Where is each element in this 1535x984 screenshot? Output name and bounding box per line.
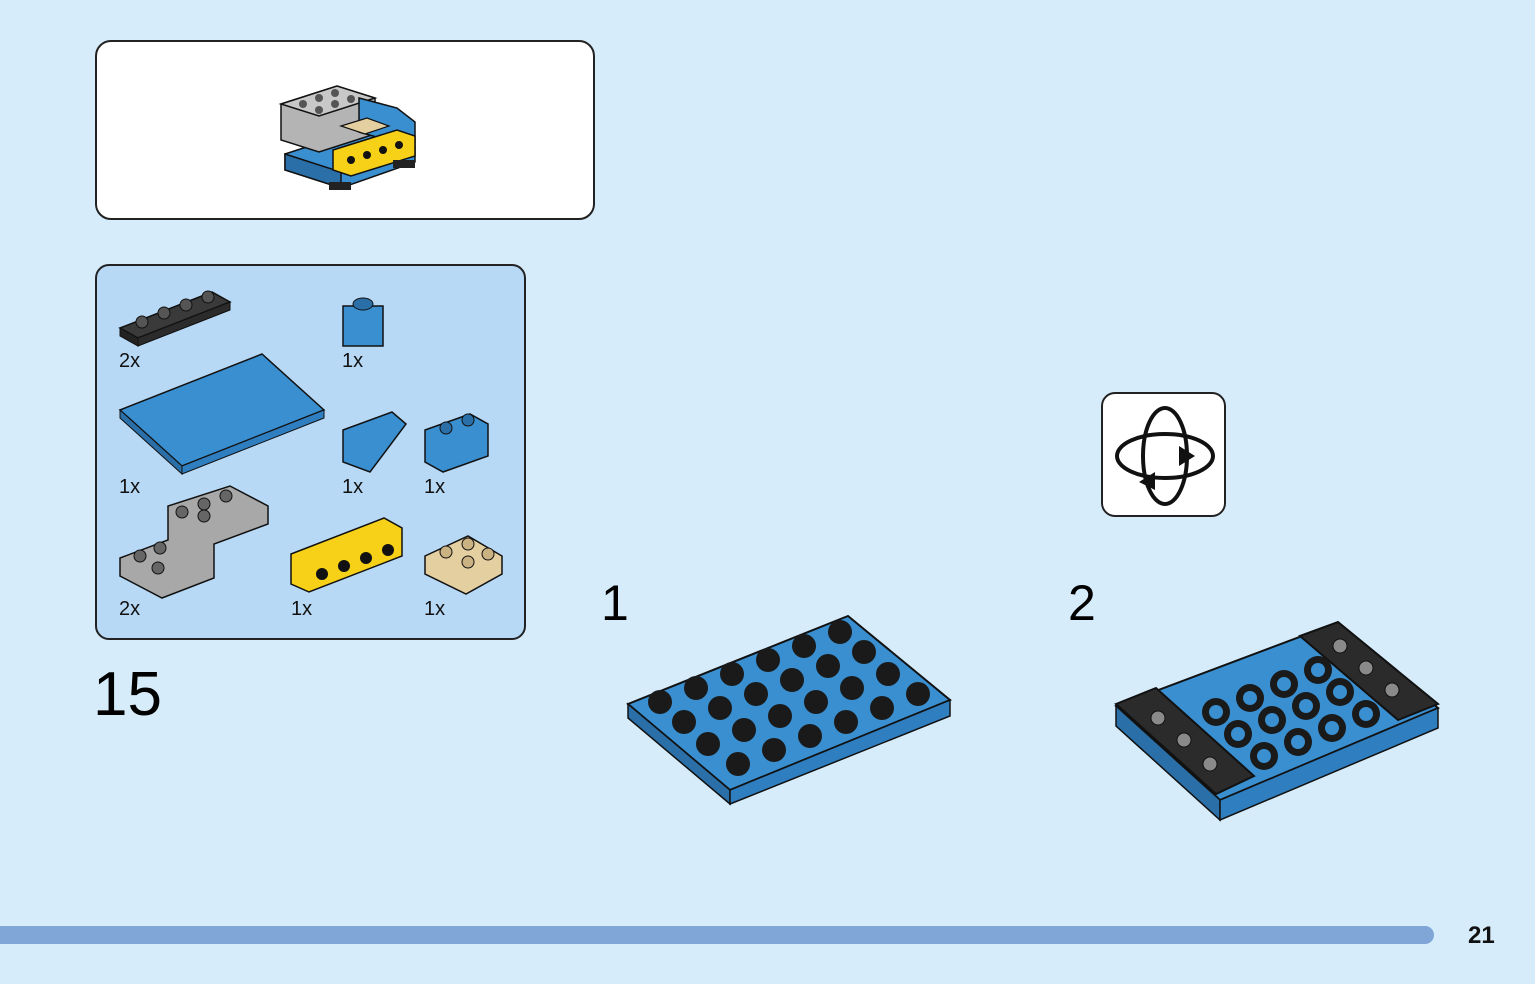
- progress-bar: [0, 926, 1434, 944]
- page-number: 21: [1468, 922, 1495, 950]
